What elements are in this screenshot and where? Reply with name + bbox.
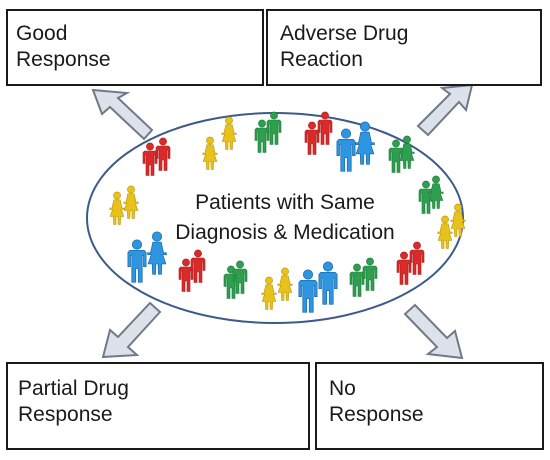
patient-person (277, 267, 293, 301)
good-response-line1: Good (16, 22, 68, 45)
patient-person (409, 241, 425, 275)
partial-response-line2: Response (18, 403, 113, 426)
patient-person (396, 251, 412, 285)
adverse-reaction-label: Adverse Drug Reaction (280, 21, 408, 73)
patient-person (266, 111, 282, 145)
patient-person (318, 261, 338, 305)
patient-person (190, 249, 206, 283)
adverse-reaction-line1: Adverse Drug (280, 22, 409, 45)
adverse-reaction-box: Adverse Drug Reaction (266, 9, 542, 86)
good-response-label: Good Response (16, 21, 111, 73)
patient-person (428, 175, 444, 209)
patient-person (123, 185, 139, 219)
arrow-to-adverse-reaction (416, 83, 474, 137)
adverse-reaction-line2: Reaction (280, 48, 363, 71)
patient-person (304, 121, 320, 155)
patient-person (109, 191, 125, 225)
no-response-box: No Response (315, 362, 544, 450)
no-response-line2: Response (329, 403, 424, 426)
patient-person (202, 136, 218, 170)
good-response-box: Good Response (6, 9, 264, 86)
partial-response-label: Partial Drug Response (18, 376, 129, 428)
patient-person (336, 128, 356, 172)
patient-person (355, 121, 375, 165)
center-label-line2: Diagnosis & Medication (175, 221, 395, 244)
no-response-label: No Response (329, 376, 424, 428)
center-label: Patients with Same Diagnosis & Medicatio… (150, 188, 420, 248)
patient-person (362, 257, 378, 291)
no-response-line1: No (329, 377, 356, 400)
patient-person (127, 239, 147, 283)
patient-person (232, 260, 248, 294)
patient-person (317, 111, 333, 145)
patient-person (254, 119, 270, 153)
partial-response-box: Partial Drug Response (6, 362, 310, 450)
arrow-to-partial-response (101, 301, 162, 359)
patient-person (142, 142, 158, 176)
patient-person (298, 269, 318, 313)
patient-person (178, 258, 194, 292)
patient-person (261, 276, 277, 310)
center-label-line1: Patients with Same (195, 191, 375, 214)
patient-person (388, 139, 404, 173)
patient-person (349, 263, 365, 297)
arrow-to-no-response (403, 303, 464, 360)
arrow-to-good-response (91, 88, 154, 141)
patient-person (437, 215, 453, 249)
patient-person (418, 180, 434, 214)
patient-person (147, 231, 167, 275)
good-response-line2: Response (16, 48, 111, 71)
partial-response-line1: Partial Drug (18, 377, 129, 400)
patient-person (450, 203, 466, 237)
patient-person (221, 116, 237, 150)
patient-person (155, 137, 171, 171)
patient-person (399, 135, 415, 169)
